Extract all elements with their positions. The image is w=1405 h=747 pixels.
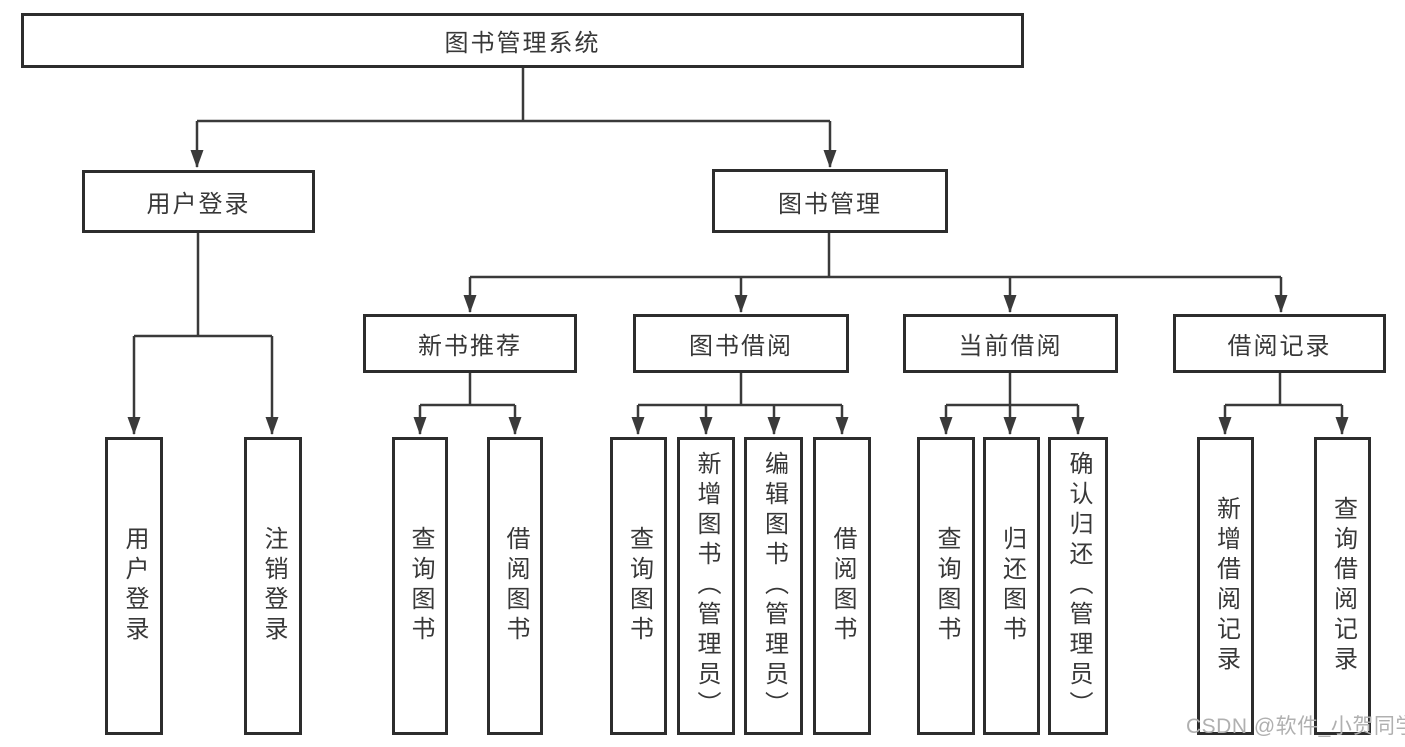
node-label: 图书借阅 — [689, 333, 793, 360]
node-confirm-return-admin: 确认归还（管理员） — [1048, 437, 1108, 735]
node-label: 注销登录 — [260, 526, 287, 646]
node-library-management-system: 图书管理系统 — [21, 13, 1024, 68]
node-label: 借阅记录 — [1227, 333, 1332, 360]
node-label: 查询图书 — [933, 526, 960, 646]
node-borrow-records: 借阅记录 — [1173, 314, 1386, 373]
node-label: 查询图书 — [407, 526, 434, 646]
node-borrow-books-recommend: 借阅图书 — [487, 437, 543, 735]
node-add-borrow-record: 新增借阅记录 — [1197, 437, 1254, 735]
node-query-books-recommend: 查询图书 — [392, 437, 448, 735]
node-label: 图书管理系统 — [444, 30, 601, 57]
node-label: 归还图书 — [998, 526, 1026, 646]
node-label: 查询图书 — [625, 526, 653, 646]
node-book-management: 图书管理 — [712, 169, 948, 233]
node-label: 当前借阅 — [958, 333, 1063, 360]
node-label: 新增图书（管理员） — [693, 451, 720, 721]
node-add-books-admin: 新增图书（管理员） — [677, 437, 735, 735]
node-book-borrow: 图书借阅 — [633, 314, 849, 373]
node-label: 图书管理 — [778, 190, 882, 218]
node-current-borrow: 当前借阅 — [903, 314, 1118, 373]
node-label: 查询借阅记录 — [1329, 496, 1357, 676]
node-logout: 注销登录 — [244, 437, 302, 735]
node-new-book-recommend: 新书推荐 — [363, 314, 577, 373]
node-return-books: 归还图书 — [983, 437, 1040, 735]
node-label: 用户登录 — [121, 526, 148, 646]
node-borrow-books: 借阅图书 — [813, 437, 871, 735]
node-query-books-current: 查询图书 — [917, 437, 975, 735]
node-label: 新增借阅记录 — [1212, 496, 1240, 676]
node-label: 确认归还（管理员） — [1065, 451, 1092, 721]
node-user-login: 用户登录 — [105, 437, 163, 735]
node-label: 借阅图书 — [829, 526, 856, 646]
watermark: CSDN @软件_小贺同学 — [1186, 715, 1405, 738]
node-query-books-borrow: 查询图书 — [610, 437, 667, 735]
node-query-borrow-record: 查询借阅记录 — [1314, 437, 1371, 735]
node-edit-books-admin: 编辑图书（管理员） — [744, 437, 803, 735]
node-label: 新书推荐 — [418, 333, 522, 360]
node-label: 用户登录 — [146, 191, 251, 218]
node-label: 借阅图书 — [502, 526, 529, 646]
node-user-login-module: 用户登录 — [82, 170, 315, 233]
node-label: 编辑图书（管理员） — [760, 451, 788, 721]
